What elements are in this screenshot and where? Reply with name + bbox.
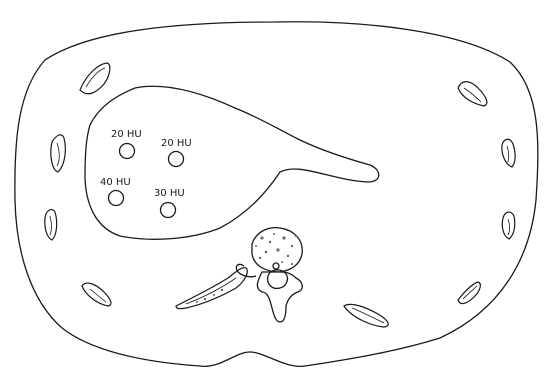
rib-right-4 xyxy=(458,282,480,304)
rib-left-1 xyxy=(80,63,110,94)
roi-1-label: 20 HU xyxy=(111,129,142,140)
roi-1: 20 HU xyxy=(111,129,142,159)
roi-1-circle xyxy=(120,144,135,159)
roi-4: 30 HU xyxy=(154,188,185,218)
roi-4-label: 30 HU xyxy=(154,188,185,199)
roi-3: 40 HU xyxy=(100,177,131,206)
canal-marker xyxy=(273,263,279,269)
bone-texture xyxy=(255,233,297,265)
rib-right-2 xyxy=(502,139,515,167)
roi-3-label: 40 HU xyxy=(100,177,131,188)
rib-left-3 xyxy=(45,210,57,240)
posterior-rib-left xyxy=(176,268,247,309)
rib-right-1 xyxy=(458,82,487,106)
rib-right-3 xyxy=(502,212,515,239)
roi-3-circle xyxy=(109,191,124,206)
roi-2-label: 20 HU xyxy=(161,138,192,149)
liver-outline xyxy=(85,86,379,239)
roi-4-circle xyxy=(161,203,176,218)
vertebral-arch xyxy=(257,272,302,322)
roi-2-circle xyxy=(169,152,184,167)
rib-right-5 xyxy=(344,304,388,327)
roi-2: 20 HU xyxy=(161,138,192,167)
rib-left-4 xyxy=(82,283,111,306)
rib-left-2 xyxy=(51,135,66,172)
spinal-canal xyxy=(268,270,288,288)
